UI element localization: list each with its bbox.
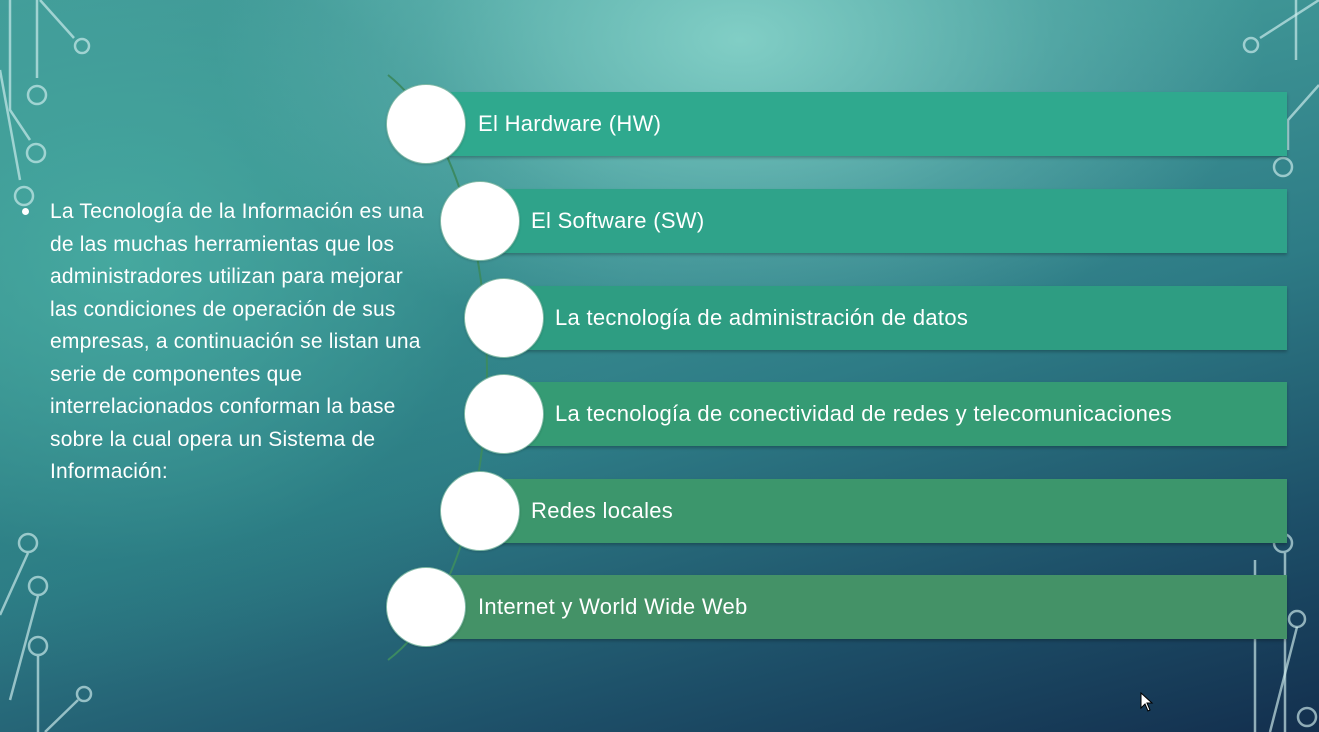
list-item-software: El Software (SW) <box>440 181 1287 261</box>
list-item-local-networks: Redes locales <box>440 471 1287 551</box>
item-bar <box>426 92 1287 156</box>
item-label: Internet y World Wide Web <box>478 594 748 619</box>
list-item-networking: La tecnología de conectividad de redes y… <box>464 374 1287 454</box>
circle-icon <box>386 567 466 647</box>
circle-icon <box>386 84 466 164</box>
item-bar <box>480 189 1287 253</box>
item-label: El Software (SW) <box>531 208 705 233</box>
circle-icon <box>440 471 520 551</box>
circle-icon <box>464 374 544 454</box>
list-item-data-management: La tecnología de administración de datos <box>464 278 1287 358</box>
circle-icon <box>440 181 520 261</box>
item-bar <box>480 479 1287 543</box>
mouse-pointer-icon <box>1140 692 1154 712</box>
item-label: El Hardware (HW) <box>478 111 662 136</box>
intro-paragraph: La Tecnología de la Información es una d… <box>22 196 432 489</box>
bullet-dot-icon <box>22 208 29 215</box>
item-label: La tecnología de conectividad de redes y… <box>555 401 1172 426</box>
item-bar <box>504 286 1287 350</box>
item-bar <box>426 575 1287 639</box>
list-item-hardware: El Hardware (HW) <box>386 84 1287 164</box>
item-label: La tecnología de administración de datos <box>555 305 969 330</box>
intro-text: La Tecnología de la Información es una d… <box>50 200 424 483</box>
circle-icon <box>464 278 544 358</box>
item-label: Redes locales <box>531 498 674 523</box>
list-item-internet: Internet y World Wide Web <box>386 567 1287 647</box>
item-bar <box>504 382 1287 446</box>
